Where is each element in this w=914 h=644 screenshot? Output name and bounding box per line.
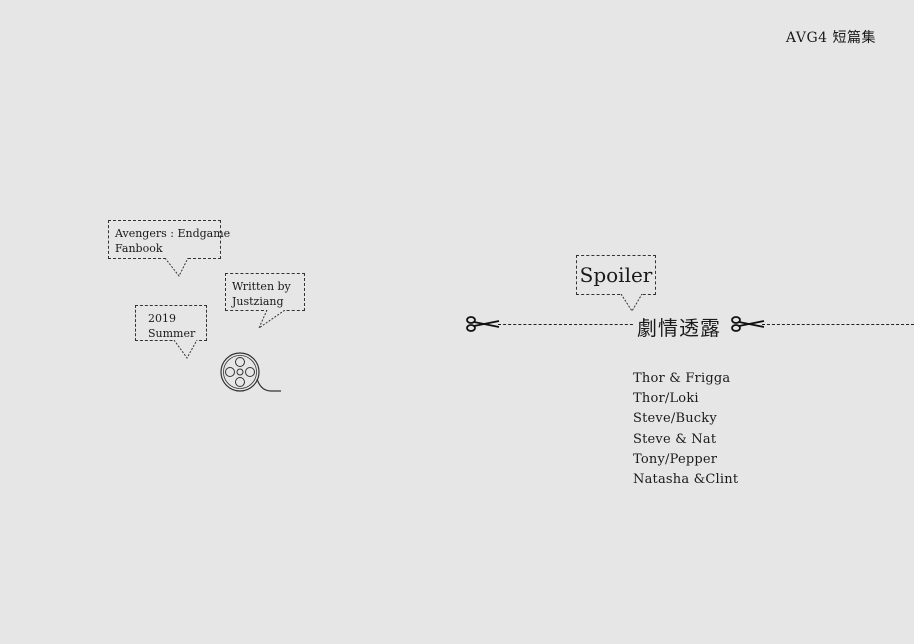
author-line1: Written by	[232, 280, 291, 293]
list-item: Thor/Loki	[633, 391, 699, 407]
fanbook-line2: Fanbook	[115, 242, 163, 255]
cut-line-right	[762, 324, 914, 325]
list-item: Thor & Frigga	[633, 371, 731, 386]
spoiler-label-tail	[620, 294, 643, 312]
author-bubble: Written by Justziang	[225, 273, 305, 311]
list-item: Steve/Bucky	[633, 411, 717, 427]
spoiler-label: Spoiler	[576, 255, 656, 295]
header-title: AVG4 短篇集	[785, 30, 876, 46]
scissors-icon	[466, 316, 500, 332]
date-bubble-tail	[173, 340, 198, 359]
fanbook-bubble-tail	[164, 258, 189, 277]
date-bubble: 2019 Summer	[135, 305, 207, 341]
fanbook-line1: Avengers : Endgame	[115, 227, 231, 240]
date-line2: Summer	[148, 327, 196, 340]
cut-line-left	[498, 324, 638, 325]
scissors-icon	[731, 316, 765, 332]
list-item: Steve & Nat	[633, 431, 717, 447]
film-reel-icon	[220, 352, 281, 392]
author-bubble-tail	[257, 310, 286, 330]
list-item: Tony/Pepper	[633, 451, 718, 467]
fanbook-bubble: Avengers : Endgame Fanbook	[108, 220, 231, 259]
list-item: Natasha &Clint	[633, 472, 739, 488]
author-line2: Justziang	[232, 295, 284, 308]
spoiler-chinese-title: 劇情透露	[634, 312, 724, 341]
date-line1: 2019	[148, 312, 176, 325]
pairing-list: Thor & Frigga Thor/Loki Steve/Bucky Stev…	[633, 369, 738, 490]
